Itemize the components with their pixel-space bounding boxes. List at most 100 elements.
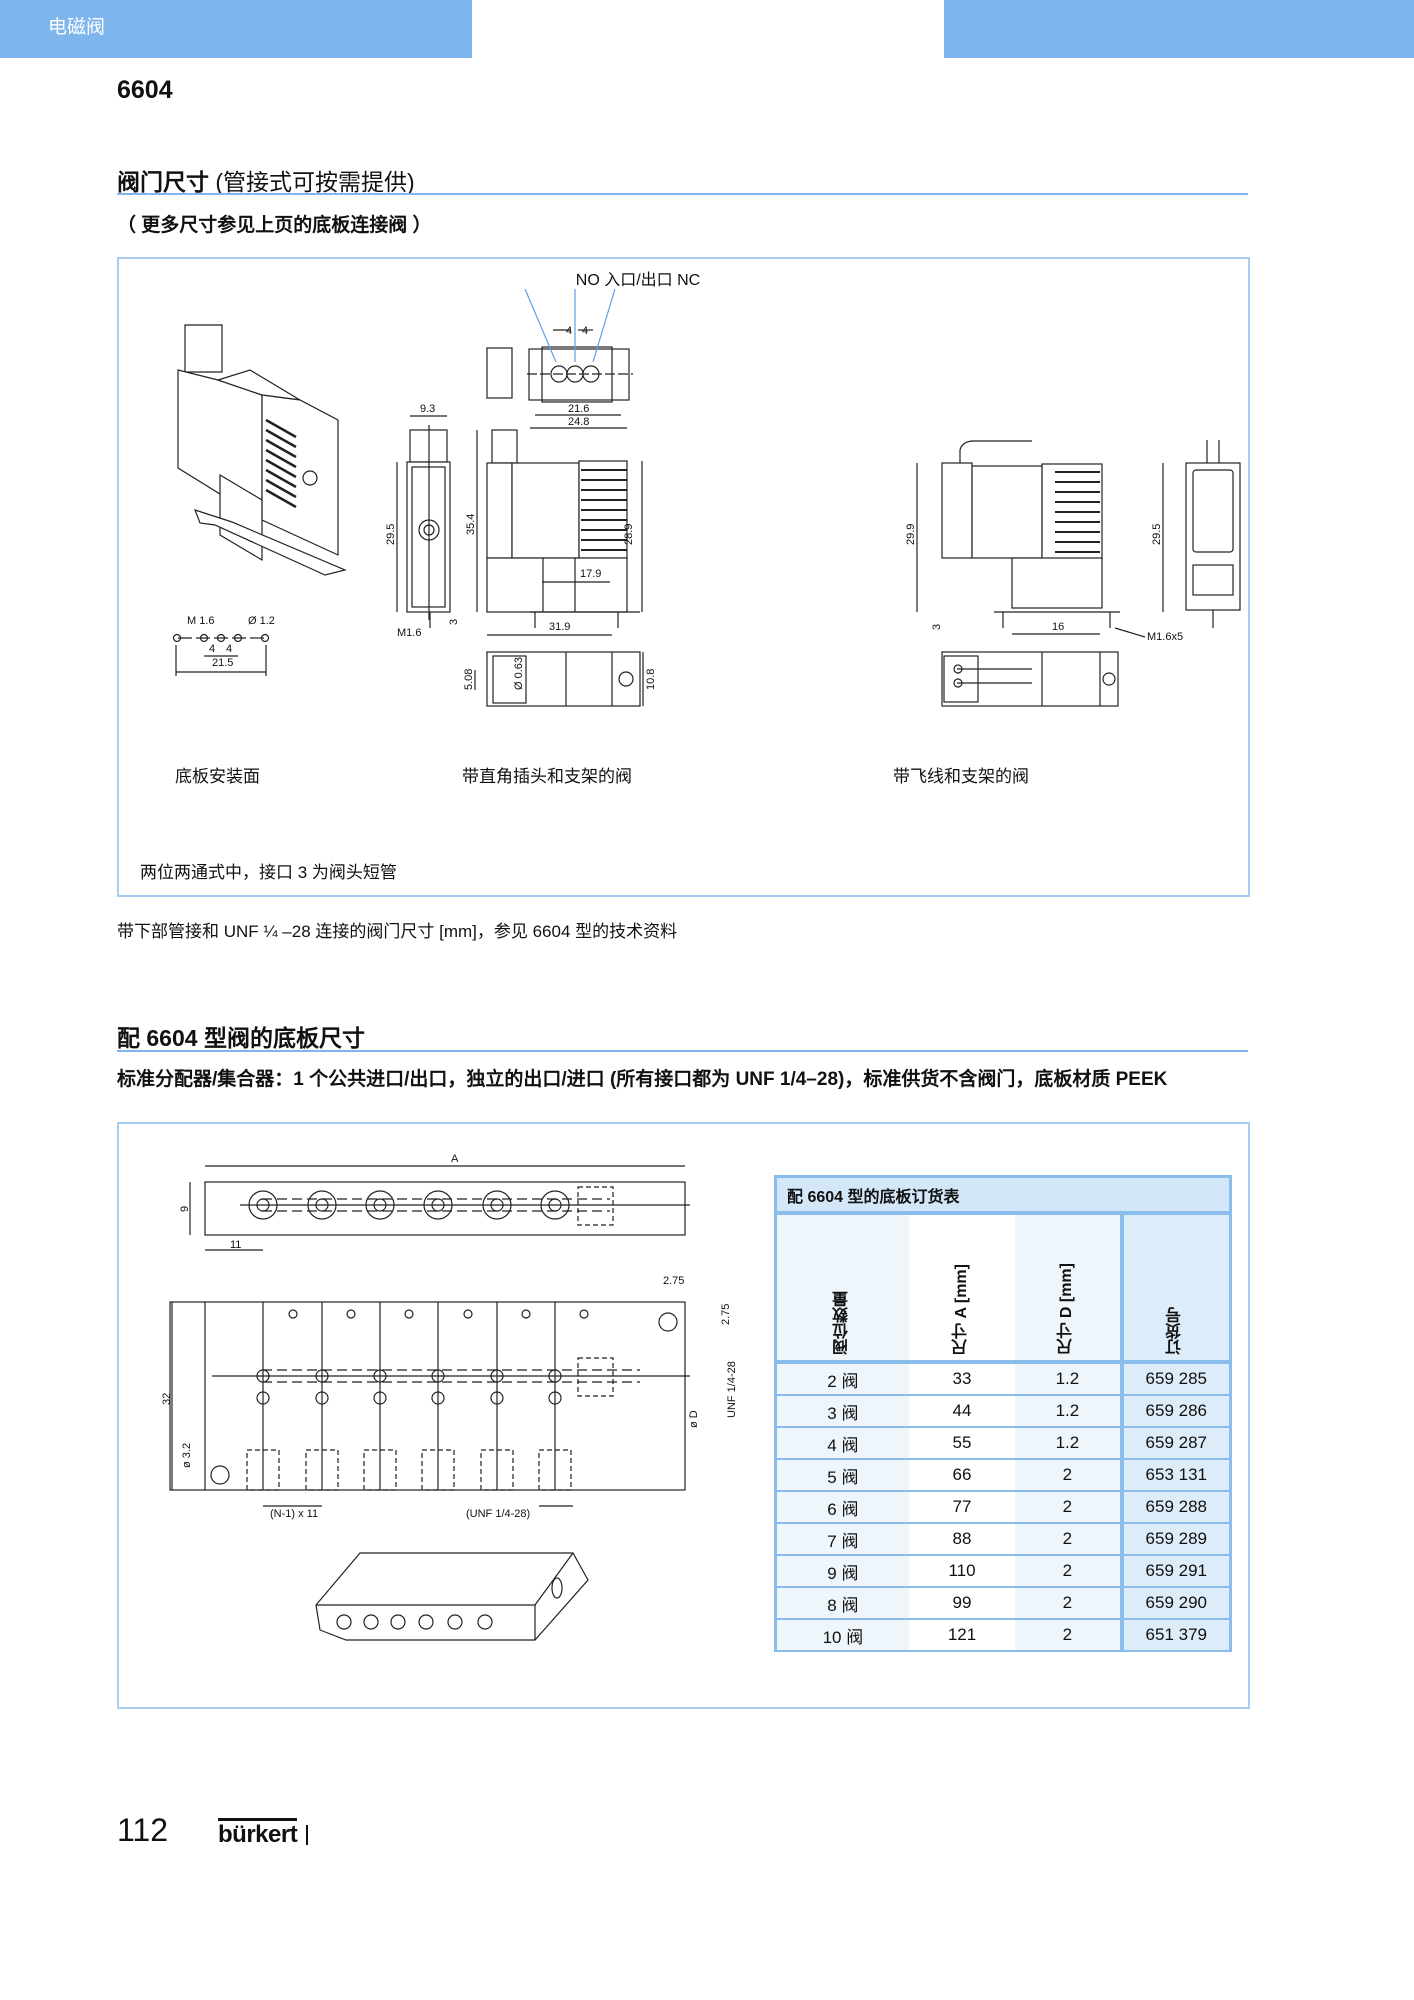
dim-m16: M 1.6 xyxy=(187,615,215,627)
valve-dimensions-box xyxy=(117,257,1250,897)
connector-valve-side-view xyxy=(476,429,643,636)
cell-dim-d: 1.2 xyxy=(1015,1427,1124,1460)
baseplate-isometric-view xyxy=(315,1552,589,1641)
cell-valve-count: 8 阀 xyxy=(773,1587,909,1620)
section1-title-light: (管接式可按需提供) xyxy=(215,169,415,195)
dim-top-4a: 4 xyxy=(566,325,572,337)
baseplate-order-table: 配 6604 型的底板订货表 阀位数量 尺寸 A [mm] 尺寸 D [mm] … xyxy=(773,1175,1232,1652)
section1-title-bold: 阀门尺寸 xyxy=(117,169,209,195)
header-category: 电磁阀 xyxy=(48,17,106,38)
cell-dim-d: 2 xyxy=(1015,1459,1124,1492)
cell-order-number: 653 131 xyxy=(1121,1459,1232,1492)
cell-order-number: 659 287 xyxy=(1121,1427,1232,1460)
baseplate-top-view xyxy=(189,1165,690,1251)
dim-248: 24.8 xyxy=(568,416,589,428)
cell-dim-a: 66 xyxy=(908,1459,1016,1492)
dim-3b: 3 xyxy=(931,624,943,630)
baseplate-drawings: A 9 11 32 2.75 2.75 UNF 1 xyxy=(161,1153,738,1641)
cell-dim-d: 2 xyxy=(1015,1555,1124,1588)
cell-valve-count: 3 阀 xyxy=(773,1395,909,1428)
cell-dim-a: 121 xyxy=(908,1619,1016,1652)
dim-pitch: (N-1) x 11 xyxy=(270,1508,318,1520)
dim-295: 29.5 xyxy=(385,524,397,545)
dim-top-4b: 4 xyxy=(582,325,588,337)
table-title: 配 6604 型的底板订货表 xyxy=(774,1175,1232,1215)
cell-dim-a: 88 xyxy=(908,1523,1016,1556)
dim-354: 35.4 xyxy=(465,514,477,535)
baseplate-box xyxy=(117,1122,1250,1709)
cell-dim-d: 2 xyxy=(1015,1587,1124,1620)
cell-order-number: 659 288 xyxy=(1121,1491,1232,1524)
dim-unf2: (UNF 1/4-28) xyxy=(466,1508,530,1520)
page-number: 112 xyxy=(117,1812,169,1848)
dim-16: 16 xyxy=(1052,621,1064,633)
dim-063: Ø 0.63 xyxy=(513,657,525,690)
cell-dim-a: 44 xyxy=(908,1395,1016,1428)
box-note: 两位两通式中，接口 3 为阀头短管 xyxy=(140,863,397,882)
cell-valve-count: 7 阀 xyxy=(773,1523,909,1556)
cell-dim-d: 1.2 xyxy=(1015,1395,1124,1428)
cell-order-number: 659 290 xyxy=(1121,1587,1232,1620)
col-header-label: 尺寸 A [mm] xyxy=(953,1264,970,1355)
caption-flying-lead-valve: 带飞线和支架的阀 xyxy=(893,767,1029,786)
caption-connector-valve: 带直角插头和支架的阀 xyxy=(462,767,632,786)
cell-dim-a: 33 xyxy=(908,1362,1016,1396)
valve-dimension-drawings: M 1.6 Ø 1.2 4 4 21.5 NO 入口/出口 NC 4 4 21.… xyxy=(172,271,1241,707)
cell-order-number: 659 291 xyxy=(1121,1555,1232,1588)
col-header-label: 阀位数量 xyxy=(833,1291,851,1355)
cell-valve-count: 9 阀 xyxy=(773,1555,909,1588)
cell-valve-count: 5 阀 xyxy=(773,1459,909,1492)
dim-93: 9.3 xyxy=(420,403,435,415)
section1-note: 带下部管接和 UNF ¼ –28 连接的阀门尺寸 [mm]，参见 6604 型的… xyxy=(117,922,678,941)
mounting-face-drawing xyxy=(172,633,270,676)
dim-319: 31.9 xyxy=(549,621,570,633)
dim-295b: 29.5 xyxy=(1151,524,1163,545)
col-header-order-number: 订货号 xyxy=(1121,1213,1232,1364)
cell-dim-a: 55 xyxy=(908,1427,1016,1460)
cell-order-number: 659 289 xyxy=(1121,1523,1232,1556)
cell-dim-d: 1.2 xyxy=(1015,1362,1124,1396)
port-labels: NO 入口/出口 NC xyxy=(576,271,700,289)
header-bar-left xyxy=(0,0,472,58)
dim-216: 21.6 xyxy=(568,403,589,415)
cell-dim-d: 2 xyxy=(1015,1491,1124,1524)
cell-dim-a: 77 xyxy=(908,1491,1016,1524)
valve-isometric-drawing xyxy=(177,324,347,576)
baseplate-plan-view xyxy=(169,1301,690,1507)
cell-valve-count: 2 阀 xyxy=(773,1362,909,1396)
dim-32: 32 xyxy=(161,1393,173,1405)
dim-d12: Ø 1.2 xyxy=(248,615,275,627)
section2-title: 配 6604 型阀的底板尺寸 xyxy=(117,1025,365,1051)
section1-title: 阀门尺寸 (管接式可按需提供) xyxy=(117,163,415,197)
col-header-label: 订货号 xyxy=(1167,1307,1185,1355)
dim-9: 9 xyxy=(179,1206,191,1212)
cell-order-number: 651 379 xyxy=(1121,1619,1232,1652)
cell-valve-count: 10 阀 xyxy=(773,1619,909,1652)
dim-289: 28.9 xyxy=(623,524,635,545)
col-header-dim-a: 尺寸 A [mm] xyxy=(908,1213,1016,1364)
dim-unf: UNF 1/4-28 xyxy=(726,1361,738,1418)
logo-divider xyxy=(306,1825,308,1845)
dim-3: 3 xyxy=(448,619,460,625)
cell-dim-a: 110 xyxy=(908,1555,1016,1588)
col-header-dim-d: 尺寸 D [mm] xyxy=(1015,1213,1124,1364)
flying-lead-valve-top-view xyxy=(941,651,1119,707)
dim-4b: 4 xyxy=(226,643,232,655)
dim-d32: ø 3.2 xyxy=(181,1443,193,1468)
dim-215: 21.5 xyxy=(212,657,233,669)
cell-valve-count: 6 阀 xyxy=(773,1491,909,1524)
section2-subtitle: 标准分配器/集合器：1 个公共进口/出口，独立的出口/进口 (所有接口都为 UN… xyxy=(117,1069,1168,1090)
dim-299: 29.9 xyxy=(905,524,917,545)
dim-275a: 2.75 xyxy=(663,1275,684,1287)
col-header-valve-count: 阀位数量 xyxy=(773,1213,909,1364)
dim-275b: 2.75 xyxy=(720,1304,732,1325)
dim-11: 11 xyxy=(230,1239,241,1251)
